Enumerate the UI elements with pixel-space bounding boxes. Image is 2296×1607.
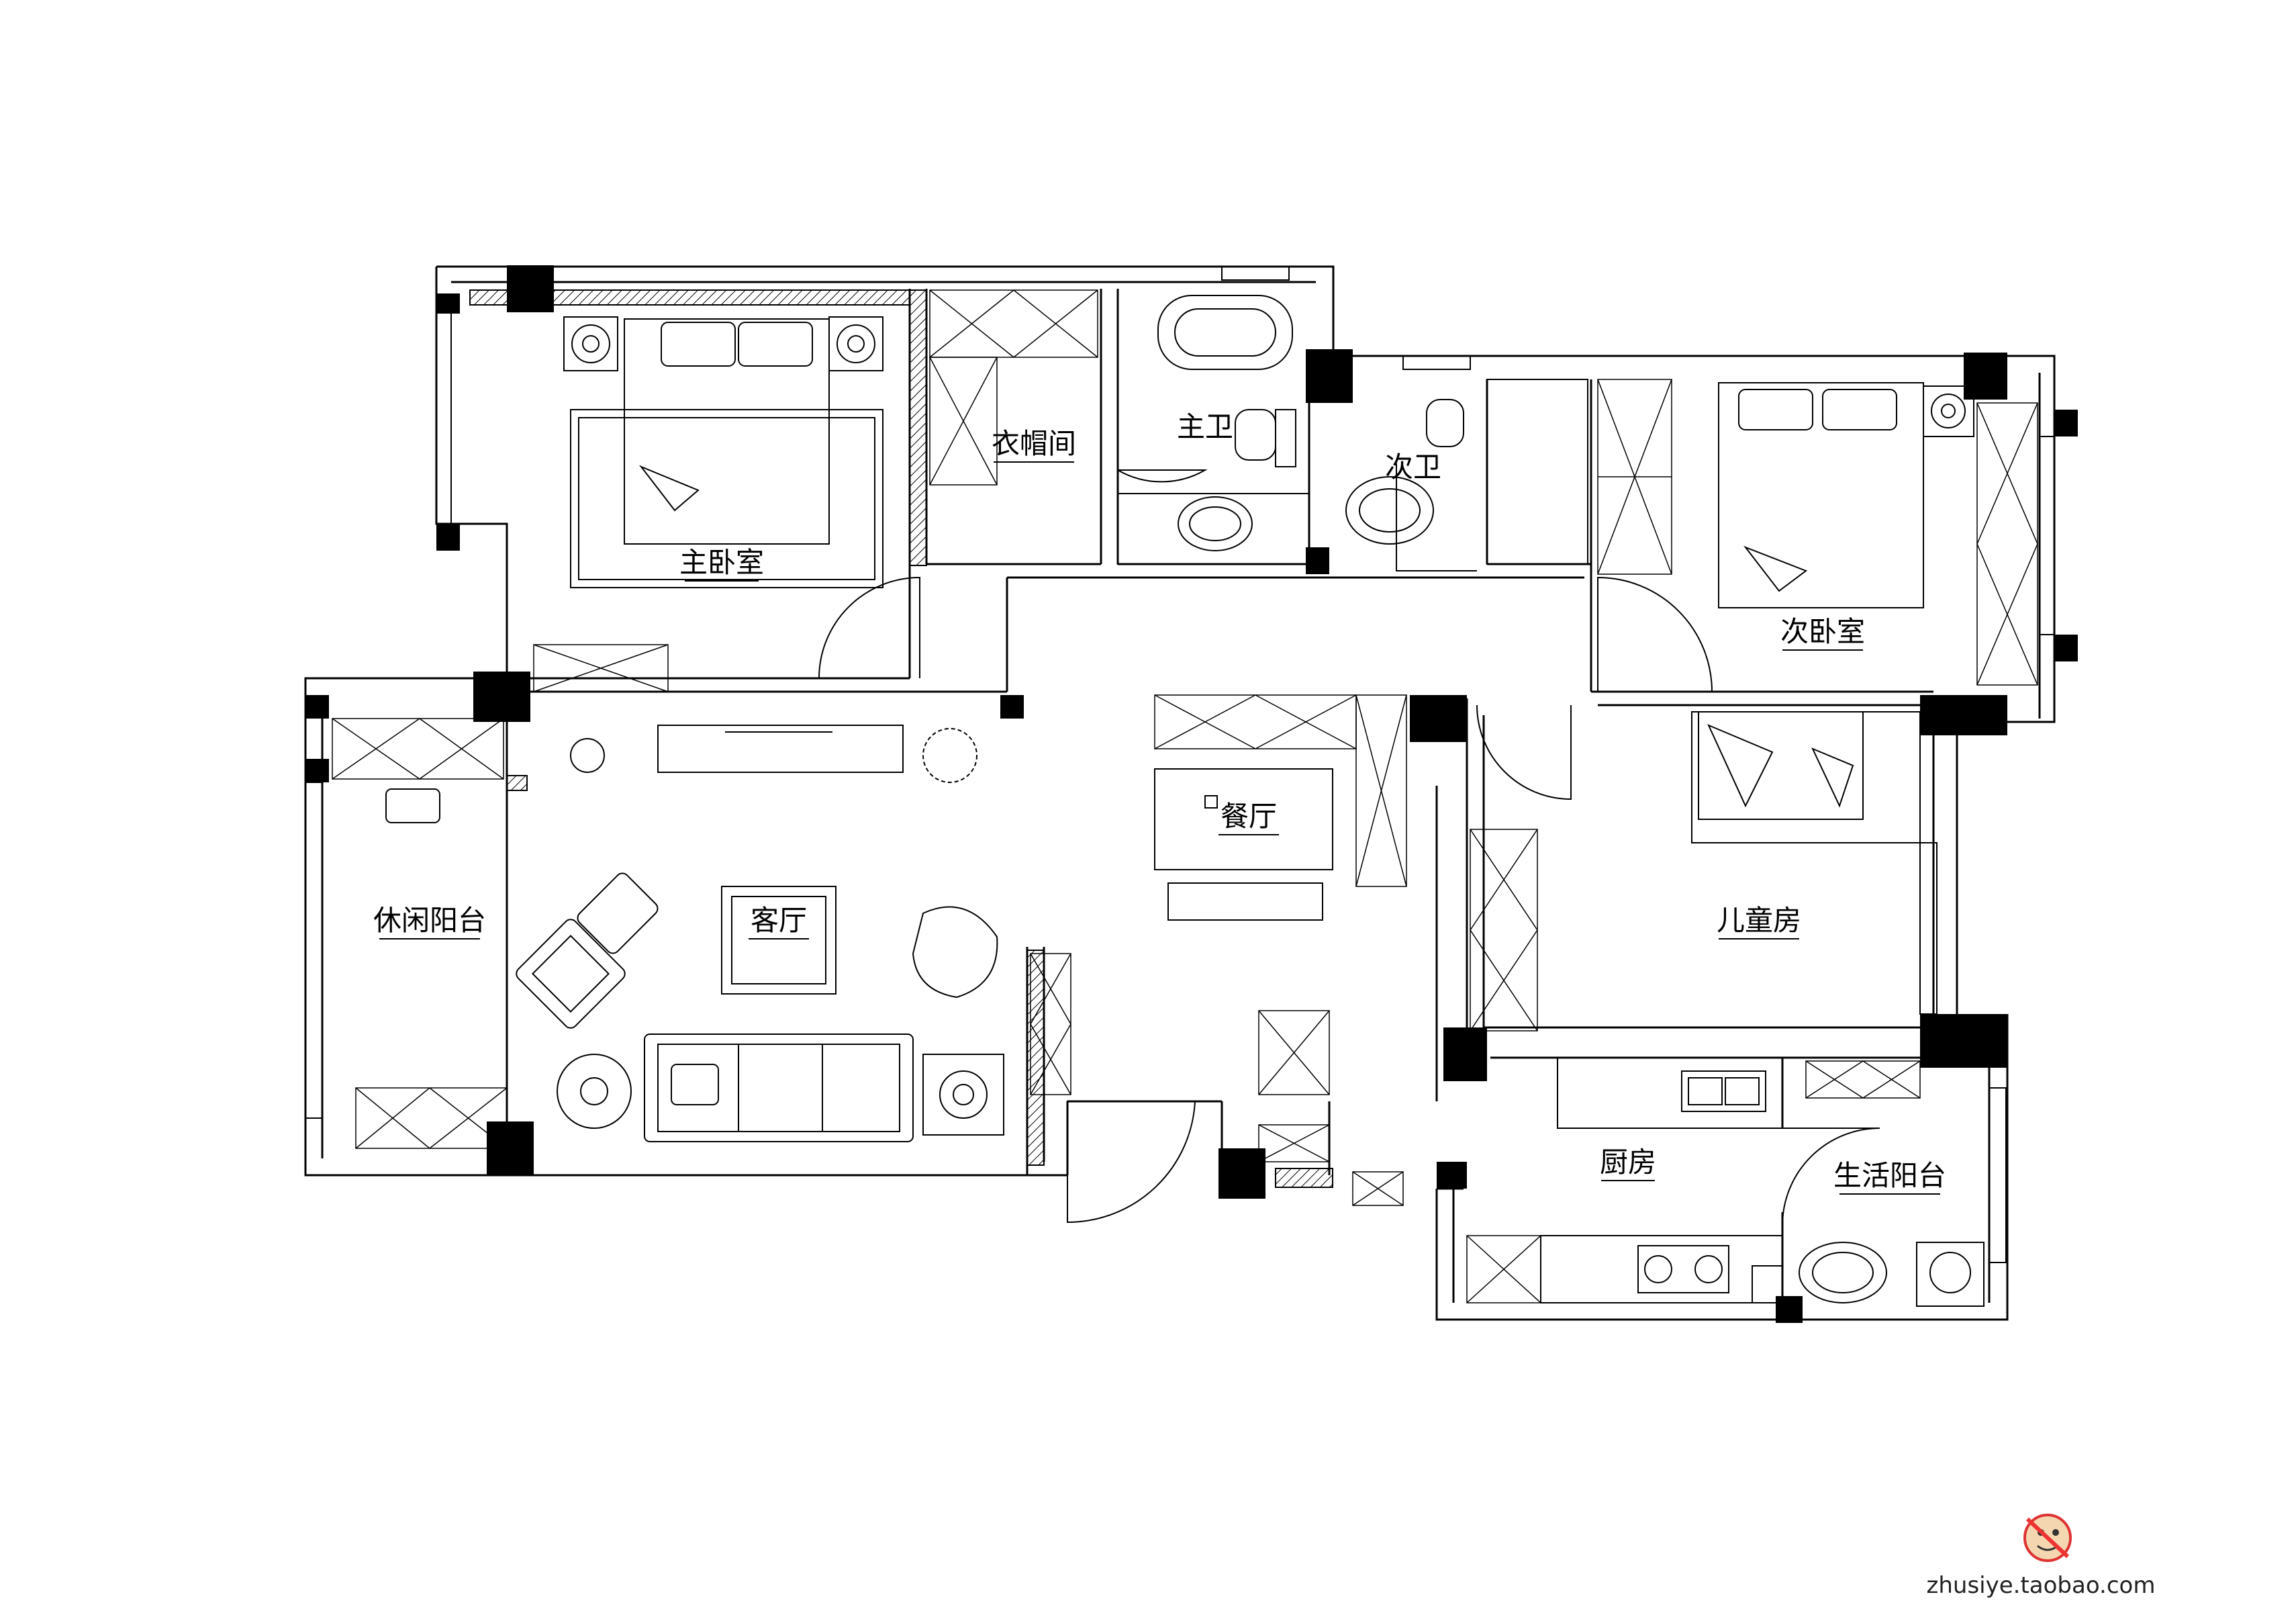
sofa [644,1034,914,1142]
armchair [516,919,626,1029]
label-kids-room: 儿童房 [1717,904,1801,937]
side-table [557,1054,632,1129]
label-leisure-balcony: 休闲阳台 [373,904,486,937]
hatched-walls [469,289,1333,1188]
coffee-table [721,886,836,995]
master-sink [1178,496,1253,551]
tv-console [657,725,904,773]
master-toilet [1235,409,1276,461]
wardrobes [332,289,2038,1303]
utility-sink [1799,1242,1887,1303]
nightstand-lamp-right [828,316,883,371]
room-labels: 主卧室 衣帽间 主卫 次卫 次卧室 餐厅 客厅 休闲阳台 儿童房 厨房 生活阳台 [373,410,1946,1195]
label-second-bedroom: 次卧室 [1780,615,1865,648]
label-kitchen: 厨房 [1600,1146,1656,1179]
kitchen-sink [1681,1070,1766,1112]
stove [1637,1245,1729,1293]
label-second-bath: 次卫 [1385,451,1441,484]
label-utility-balcony: 生活阳台 [1833,1159,1946,1192]
dining-table [1154,768,1333,870]
kitchen-counter-top [1557,1057,1783,1129]
washing-machine [1916,1242,1984,1307]
label-dining: 餐厅 [1221,800,1277,833]
master-bed [624,318,830,545]
windows [305,266,2055,1263]
master-bedroom-rug [570,409,883,588]
furniture [385,295,1984,1307]
label-master-bedroom: 主卧室 [679,546,764,579]
floor-lamp [570,738,605,773]
second-bed [1718,382,1924,608]
second-toilet [1426,399,1464,447]
side-cabinet [922,1054,1004,1136]
label-master-bath: 主卫 [1177,410,1233,443]
watermark-url: zhusiye.taobao.com [1927,1572,2156,1599]
ottoman [577,872,659,954]
second-sink [1345,476,1434,545]
plant [922,728,977,783]
label-cloakroom: 衣帽间 [992,427,1076,460]
doors [818,463,1880,1226]
lounge-chair [912,906,998,999]
balcony-chair [385,788,440,823]
bathtub [1157,295,1293,370]
watermark: zhusiye.taobao.com [1927,1514,2156,1599]
nightstand-lamp-left [563,316,618,371]
cartoon-mascot-logo [2023,1514,2072,1562]
shower [1486,379,1588,565]
label-living: 客厅 [751,904,807,937]
kids-bed [1691,711,1921,843]
dining-bench [1167,882,1323,921]
